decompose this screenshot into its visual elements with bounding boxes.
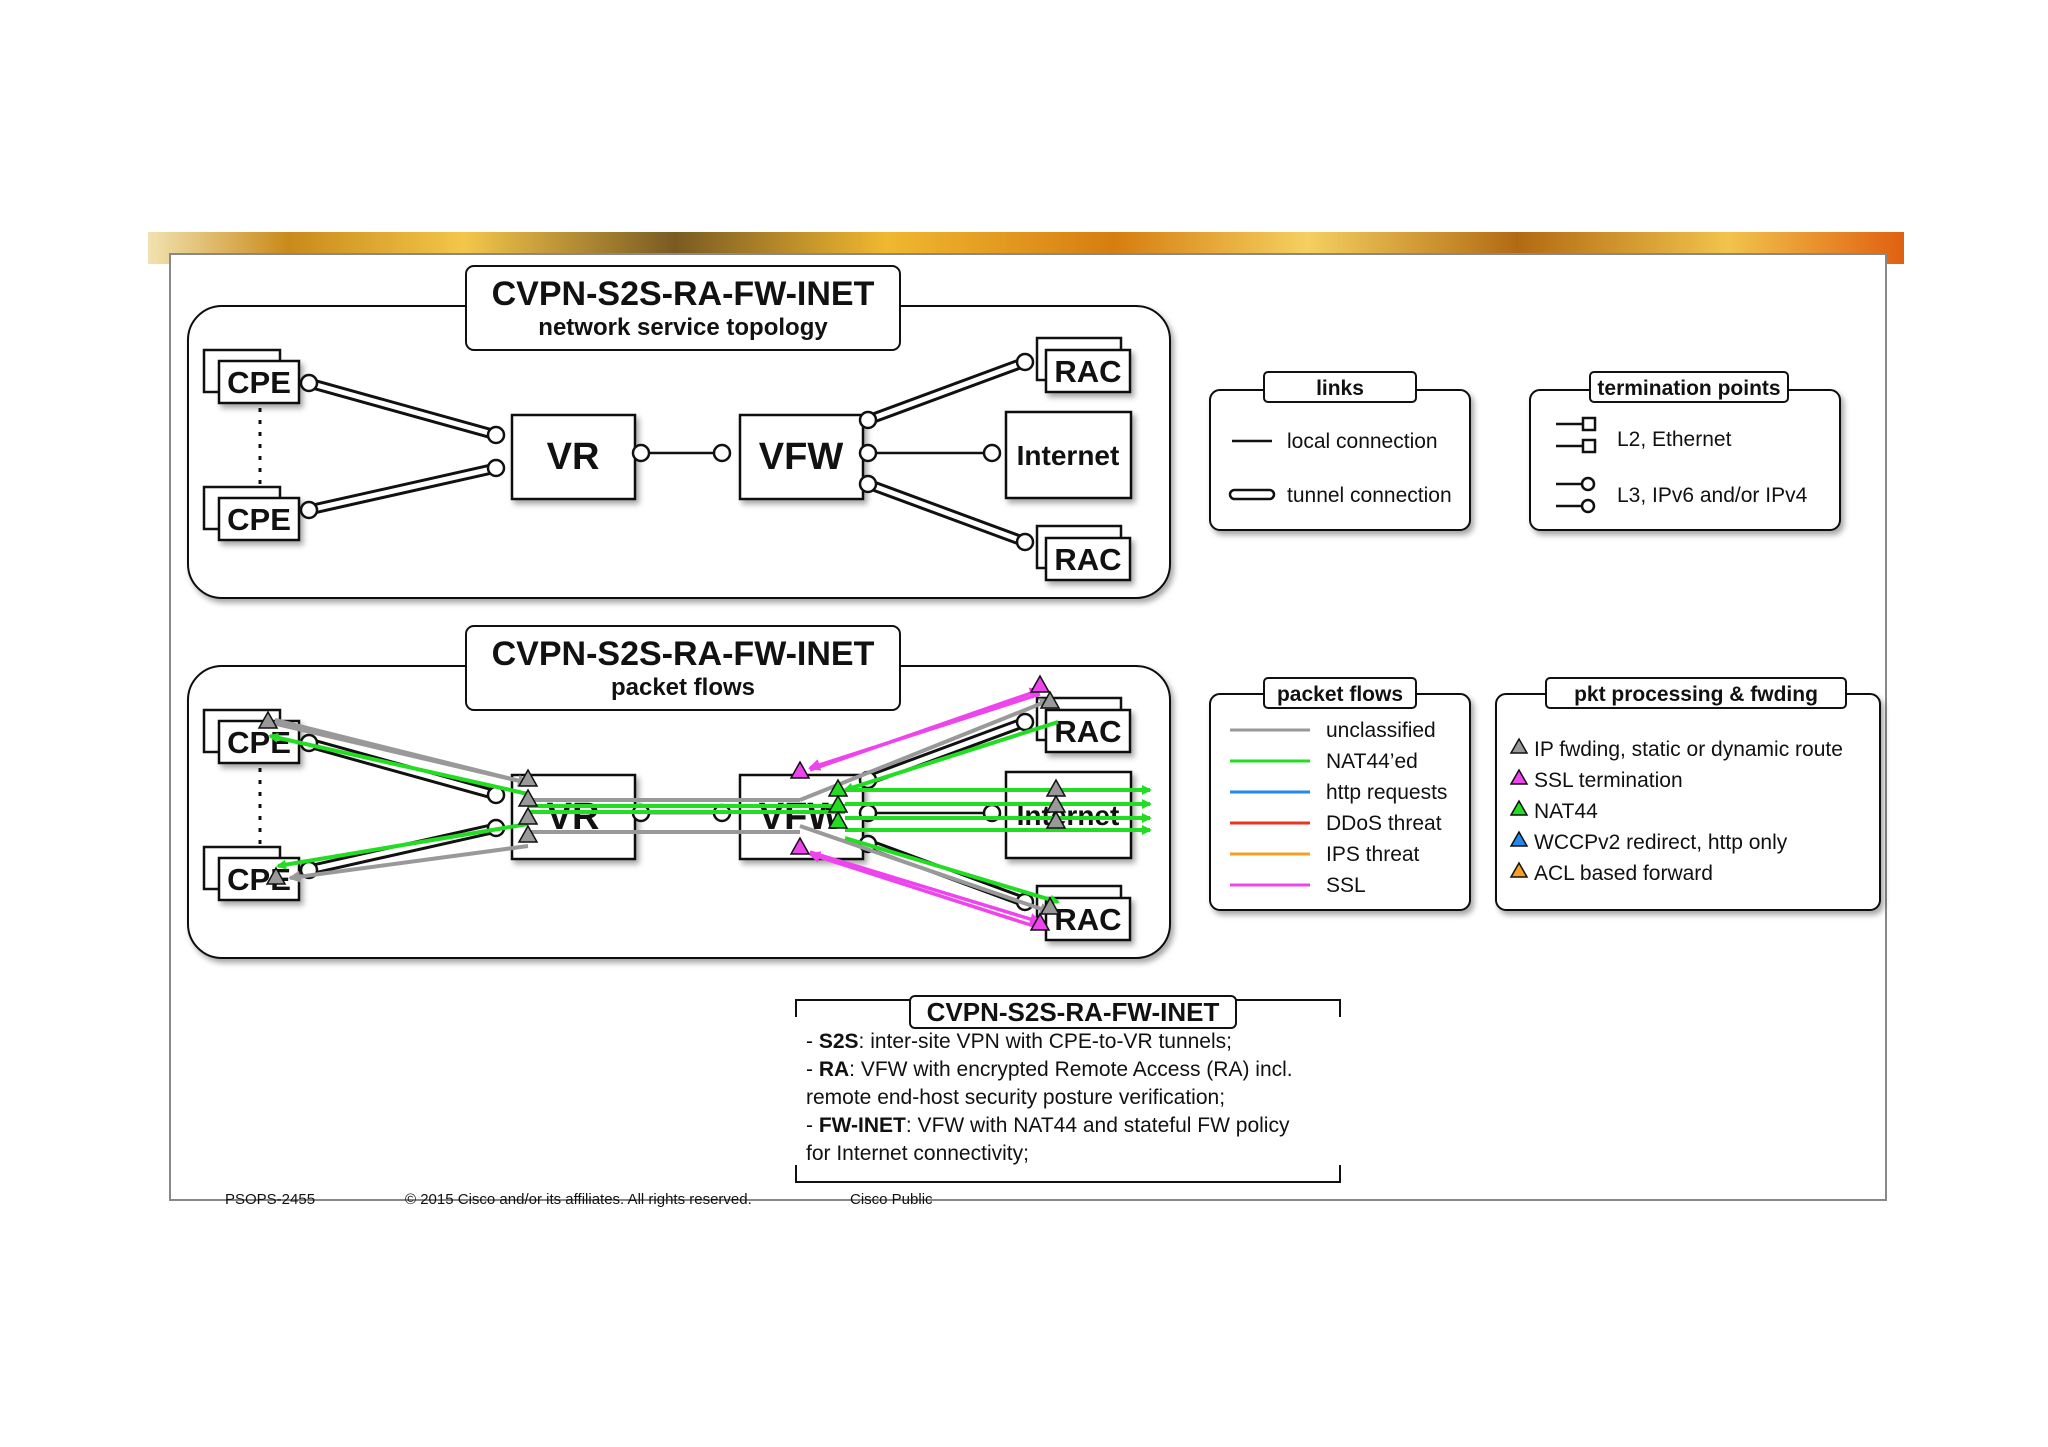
flow-legend-item: DDoS threat xyxy=(1326,812,1442,835)
processing-triangle-icon xyxy=(1509,768,1529,785)
termination-legend-frame xyxy=(1529,389,1841,531)
links-legend-item: local connection xyxy=(1287,430,1438,453)
description-prefix: - xyxy=(806,1114,819,1137)
flow-legend-item: http requests xyxy=(1326,781,1447,804)
links-legend-title: links xyxy=(1316,377,1364,400)
flow-legend-item: IPS threat xyxy=(1326,843,1420,866)
description-term: RA xyxy=(818,1058,850,1081)
description-line: - FW-INET: VFW with NAT44 and stateful F… xyxy=(806,1112,1346,1140)
cpe-node-top: CPE xyxy=(202,348,301,405)
termination-legend-title: termination points xyxy=(1597,377,1780,400)
rac-node-bottom: RAC xyxy=(1035,884,1132,942)
processing-markers xyxy=(257,674,1067,931)
description-line: - RA: VFW with encrypted Remote Access (… xyxy=(806,1056,1346,1084)
vfw-node: VFW xyxy=(738,413,865,501)
cpe-node-bottom: CPE xyxy=(202,845,301,902)
processing-legend-item: ACL based forward xyxy=(1534,862,1713,885)
internet-label: Internet xyxy=(1017,440,1120,471)
tunnel-connection-swatch xyxy=(1228,488,1276,501)
vr-node: VR xyxy=(510,413,637,501)
internet-node: Internet xyxy=(1004,770,1133,860)
cpe-label: CPE xyxy=(227,365,291,400)
topology-title-box xyxy=(465,265,901,351)
vr-label: VR xyxy=(547,436,600,478)
l2-ethernet-icon xyxy=(1556,416,1597,454)
nat44-flows xyxy=(268,720,1152,905)
processing-legend-item: SSL termination xyxy=(1534,769,1683,792)
processing-legend: pkt processing & fwding IP fwding, stati… xyxy=(1495,677,1881,911)
processing-legend-item: NAT44 xyxy=(1534,800,1598,823)
termination-legend-item: L3, IPv6 and/or IPv4 xyxy=(1617,484,1808,507)
topology-panel: CVPN-S2S-RA-FW-INET network service topo… xyxy=(187,265,1171,599)
rac-node-top: RAC xyxy=(1035,336,1132,394)
description-term: S2S xyxy=(818,1030,859,1053)
description-prefix: - xyxy=(806,1058,819,1081)
flows-title: CVPN-S2S-RA-FW-INET xyxy=(492,635,875,673)
flows-panel: CVPN-S2S-RA-FW-INET packet flows CPE CPE xyxy=(187,625,1171,959)
vfw-label: VFW xyxy=(759,436,844,478)
description-text: - S2S: inter-site VPN with CPE-to-VR tun… xyxy=(806,1028,1346,1168)
processing-triangle-icon xyxy=(1509,737,1529,754)
description-block: CVPN-S2S-RA-FW-INET xyxy=(795,995,1341,1183)
rac-label: RAC xyxy=(1054,354,1121,389)
flow-legend-item: NAT44’ed xyxy=(1326,750,1418,773)
description-text-span: remote end-host security posture verific… xyxy=(806,1086,1226,1109)
topology-subtitle: network service topology xyxy=(538,314,828,341)
description-text-span: : VFW with encrypted Remote Access (RA) … xyxy=(849,1058,1293,1081)
flow-legend-item: unclassified xyxy=(1326,719,1436,742)
termination-legend: termination points L2, Ethernet L3, IPv6… xyxy=(1529,371,1841,531)
processing-triangle-icon xyxy=(1509,830,1529,847)
internet-node: Internet xyxy=(1004,410,1133,500)
description-title: CVPN-S2S-RA-FW-INET xyxy=(927,997,1220,1027)
processing-legend-item: IP fwding, static or dynamic route xyxy=(1534,738,1843,761)
processing-triangle-icon xyxy=(1509,861,1529,878)
topology-tunnels xyxy=(303,356,1031,548)
links-legend-frame xyxy=(1209,389,1471,531)
rac-node-bottom: RAC xyxy=(1035,524,1132,582)
footer-copyright: © 2015 Cisco and/or its affiliates. All … xyxy=(405,1191,752,1208)
unclassified-flows xyxy=(267,698,1052,915)
topology-title: CVPN-S2S-RA-FW-INET xyxy=(492,275,875,313)
rac-label: RAC xyxy=(1054,714,1121,749)
flow-legend-item: SSL xyxy=(1326,874,1366,897)
cpe-label: CPE xyxy=(227,502,291,537)
links-legend: links local connection tunnel connection xyxy=(1209,371,1471,531)
processing-legend-title: pkt processing & fwding xyxy=(1574,683,1818,706)
rac-label: RAC xyxy=(1054,902,1121,937)
description-prefix: - xyxy=(806,1030,819,1053)
topology-termination-points xyxy=(299,352,1035,552)
termination-legend-item: L2, Ethernet xyxy=(1617,428,1732,451)
packet-flows-legend-title: packet flows xyxy=(1277,683,1403,706)
footer-classification: Cisco Public xyxy=(850,1191,933,1208)
flows-title-box xyxy=(465,625,901,711)
description-text-span: for Internet connectivity; xyxy=(806,1142,1029,1165)
description-line: remote end-host security posture verific… xyxy=(806,1084,1346,1112)
description-term: FW-INET xyxy=(818,1114,906,1137)
description-text-span: : VFW with NAT44 and stateful FW policy xyxy=(905,1114,1290,1137)
cpe-node-top: CPE xyxy=(202,708,301,765)
l3-ip-icon xyxy=(1556,476,1596,514)
cpe-node-bottom: CPE xyxy=(202,485,301,542)
footer-code: PSOPS-2455 xyxy=(225,1191,315,1208)
processing-legend-item: WCCPv2 redirect, http only xyxy=(1534,831,1788,854)
rac-label: RAC xyxy=(1054,542,1121,577)
description-line: - S2S: inter-site VPN with CPE-to-VR tun… xyxy=(806,1028,1346,1056)
cpe-label: CPE xyxy=(227,725,291,760)
flows-subtitle: packet flows xyxy=(611,674,755,701)
ssl-flows xyxy=(808,687,1042,930)
processing-triangle-icon xyxy=(1509,799,1529,816)
description-line: for Internet connectivity; xyxy=(806,1140,1346,1168)
description-text-span: : inter-site VPN with CPE-to-VR tunnels; xyxy=(858,1030,1232,1053)
links-legend-item: tunnel connection xyxy=(1287,484,1452,507)
